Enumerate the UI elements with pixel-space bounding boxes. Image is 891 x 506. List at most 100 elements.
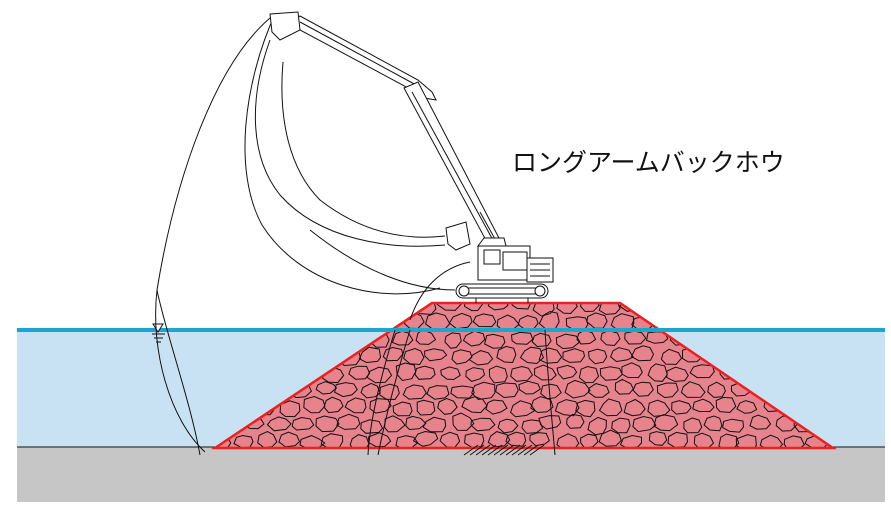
stone (344, 397, 367, 414)
stone (759, 434, 784, 448)
stone (718, 303, 738, 314)
stone (472, 313, 497, 328)
stone (660, 348, 683, 365)
stone (621, 362, 643, 379)
stone (510, 331, 534, 345)
stone (564, 379, 591, 399)
stone (405, 415, 427, 431)
stone (450, 385, 475, 399)
stone (436, 303, 462, 311)
stone (538, 415, 562, 430)
stone (683, 417, 703, 434)
stone (692, 398, 715, 413)
stone (735, 434, 757, 448)
stone (538, 347, 563, 364)
stone (403, 347, 425, 366)
stone (320, 433, 344, 448)
stone (529, 432, 550, 447)
stone (462, 330, 486, 347)
stone (484, 333, 506, 349)
stone (444, 332, 462, 349)
stone (587, 383, 610, 398)
stone (278, 303, 299, 311)
stone (299, 303, 324, 316)
stone (600, 330, 621, 347)
stone (736, 303, 756, 316)
stone (623, 398, 646, 417)
stone (598, 303, 621, 315)
stone (461, 396, 488, 414)
stone (804, 303, 828, 313)
stone (691, 303, 716, 313)
stone (471, 381, 496, 401)
stone (360, 419, 384, 434)
stone (680, 381, 706, 398)
stone (257, 303, 277, 314)
stone (671, 400, 692, 415)
stone (349, 303, 369, 316)
stone (278, 431, 301, 448)
reach-envelope (155, 13, 556, 456)
stone (679, 312, 704, 327)
stone (349, 434, 370, 448)
stone (511, 303, 531, 310)
stone (556, 303, 578, 315)
stone (666, 366, 689, 382)
stone (426, 385, 450, 400)
stone (647, 363, 668, 382)
stone (611, 417, 631, 434)
stone (758, 303, 782, 314)
stone (578, 365, 600, 384)
stone (556, 433, 580, 448)
stone (519, 346, 544, 365)
stone (391, 330, 414, 346)
stone (448, 312, 473, 330)
stone (753, 315, 773, 331)
stone (367, 303, 390, 311)
stone (464, 303, 484, 312)
stone (648, 303, 667, 316)
stone (488, 365, 508, 384)
stone (291, 416, 315, 431)
stone (266, 416, 292, 432)
stone (395, 435, 419, 448)
stone (348, 365, 371, 380)
stone (587, 416, 607, 436)
stone (487, 303, 509, 311)
stone (496, 345, 517, 364)
stone (315, 381, 338, 395)
stone (693, 432, 715, 448)
stone (718, 433, 740, 448)
stone (599, 366, 623, 381)
stone (487, 431, 511, 448)
stone (269, 314, 287, 331)
stone (336, 413, 361, 430)
stone (358, 346, 382, 364)
stone (632, 381, 654, 397)
stone (540, 383, 562, 400)
stone (722, 418, 745, 433)
stone (415, 329, 437, 345)
stone (452, 412, 475, 431)
stone (245, 311, 269, 328)
stone (215, 303, 230, 313)
stone (715, 396, 737, 414)
stone (533, 364, 557, 381)
stone (303, 395, 326, 414)
stone (783, 435, 805, 448)
equipment-label: ロングアームバックホウ (512, 148, 785, 177)
stone (320, 303, 346, 312)
stone (334, 382, 358, 398)
stone (648, 431, 668, 446)
stone (518, 380, 541, 395)
stone (575, 399, 596, 418)
stone (614, 378, 634, 395)
stone (609, 347, 634, 363)
seabed-ground (17, 447, 885, 502)
stone (497, 418, 519, 434)
stone (485, 399, 508, 415)
stone (424, 348, 448, 362)
stone (392, 401, 413, 417)
stone (233, 303, 255, 311)
